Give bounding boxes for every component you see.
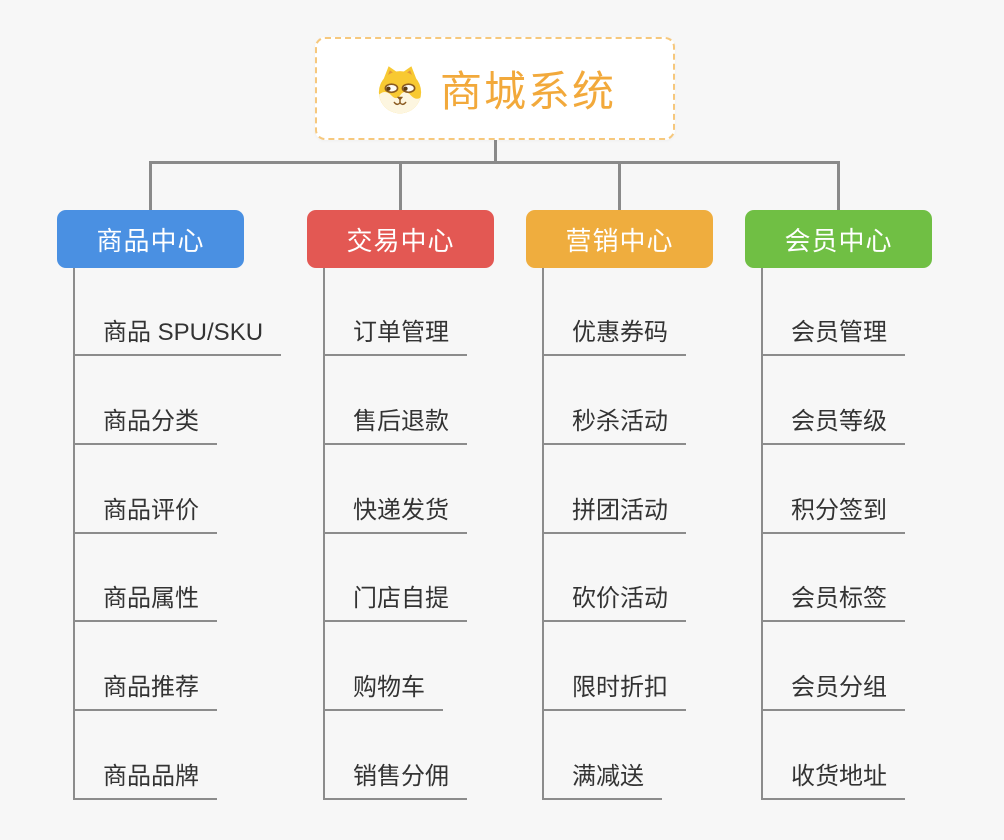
branch-column-line — [323, 268, 325, 800]
child-node[interactable]: 购物车 — [323, 673, 443, 711]
branch-column-line — [73, 268, 75, 800]
child-node[interactable]: 快递发货 — [323, 496, 467, 534]
branch-column-line — [761, 268, 763, 800]
connector-branch-drop — [837, 161, 840, 210]
branch-node[interactable]: 交易中心 — [307, 210, 494, 268]
dog-icon — [378, 65, 422, 113]
connector-branch-drop — [399, 161, 402, 210]
child-node[interactable]: 收货地址 — [761, 762, 905, 800]
root-title: 商城系统 — [439, 68, 616, 115]
child-node[interactable]: 门店自提 — [323, 584, 467, 622]
child-node[interactable]: 商品评价 — [73, 496, 217, 534]
child-node[interactable]: 秒杀活动 — [542, 407, 686, 445]
child-node[interactable]: 商品属性 — [73, 584, 217, 622]
branch-node[interactable]: 会员中心 — [745, 210, 932, 268]
child-node[interactable]: 满减送 — [542, 762, 662, 800]
branch-node[interactable]: 营销中心 — [526, 210, 713, 268]
child-node[interactable]: 会员分组 — [761, 673, 905, 711]
child-node[interactable]: 会员等级 — [761, 407, 905, 445]
child-node[interactable]: 会员管理 — [761, 318, 905, 356]
child-node[interactable]: 商品 SPU/SKU — [73, 318, 282, 356]
connector-root-stem — [493, 140, 497, 164]
child-node[interactable]: 商品分类 — [73, 407, 217, 445]
branch-column-line — [542, 268, 544, 800]
branch-node[interactable]: 商品中心 — [57, 210, 244, 268]
child-node[interactable]: 砍价活动 — [542, 584, 686, 622]
child-node[interactable]: 限时折扣 — [542, 673, 686, 711]
child-node[interactable]: 订单管理 — [323, 318, 467, 356]
child-node[interactable]: 积分签到 — [761, 496, 905, 534]
connector-branch-drop — [149, 161, 152, 210]
child-node[interactable]: 会员标签 — [761, 584, 905, 622]
child-node[interactable]: 销售分佣 — [323, 762, 467, 800]
child-node[interactable]: 售后退款 — [323, 407, 467, 445]
child-node[interactable]: 优惠券码 — [542, 318, 686, 356]
connector-bus — [150, 161, 839, 164]
child-node[interactable]: 商品品牌 — [73, 762, 217, 800]
root-node[interactable]: 商城系统 — [315, 37, 675, 140]
child-node[interactable]: 拼团活动 — [542, 496, 686, 534]
child-node[interactable]: 商品推荐 — [73, 673, 217, 711]
connector-branch-drop — [618, 161, 621, 210]
